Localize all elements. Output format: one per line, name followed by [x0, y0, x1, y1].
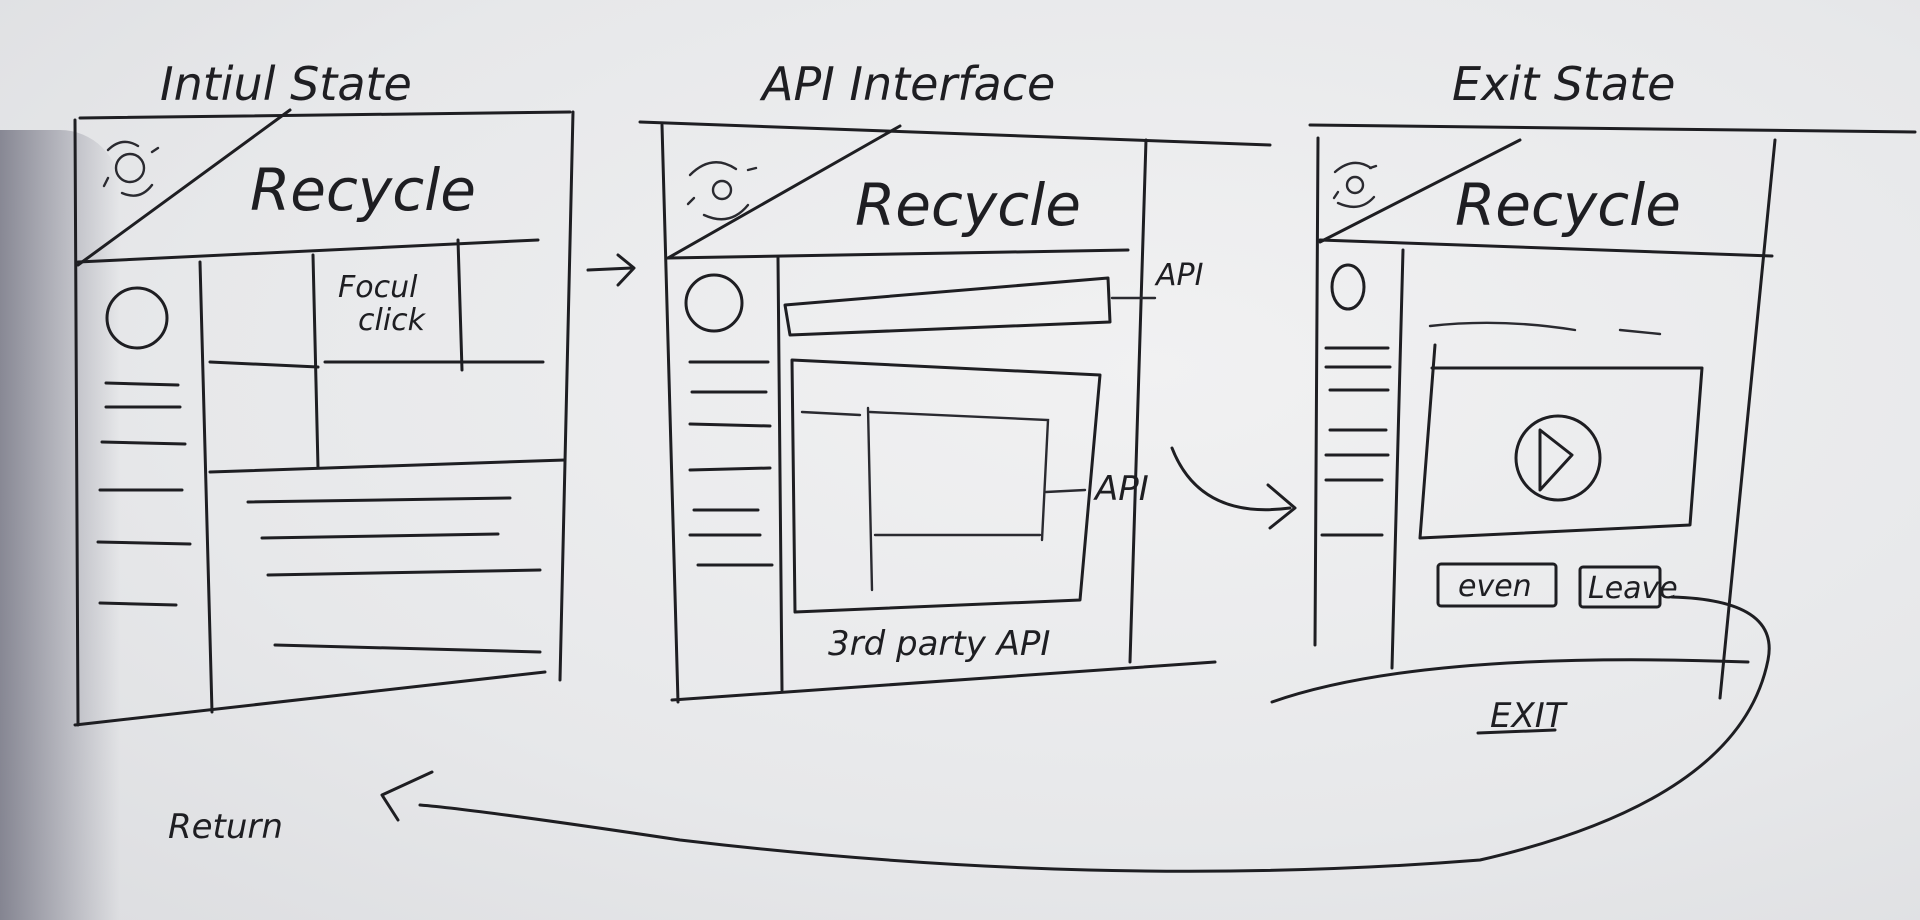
video-player-box [1418, 343, 1704, 540]
heading-exit-state: Exit State [1452, 57, 1676, 111]
api-embed-box [790, 358, 1102, 614]
avatar-placeholder [105, 286, 169, 350]
arrow-to-api [586, 253, 636, 287]
sidebar-lines [1320, 346, 1392, 537]
app-title-exit: Recycle [1455, 171, 1681, 239]
heading-api-interface: API Interface [759, 57, 1055, 111]
recycle-icon [1332, 161, 1378, 209]
return-label: Return [168, 807, 283, 847]
recycle-icon [102, 140, 160, 197]
button-left[interactable]: even [1436, 562, 1558, 608]
return-arrowhead [380, 770, 434, 822]
sidebar-lines [96, 381, 192, 607]
recycle-icon [686, 161, 758, 221]
content-lines [208, 458, 567, 654]
button-left-label: even [1458, 569, 1532, 604]
api-label-mid: API [1093, 469, 1149, 509]
return-arrow [418, 595, 1771, 873]
api-search-bar [783, 276, 1112, 337]
heading-initial-state: Intiul State [160, 57, 412, 111]
app-title-initial: Recycle [250, 156, 476, 224]
app-title-api: Recycle [855, 171, 1081, 239]
footer-third-party-api: 3rd party API [828, 624, 1050, 664]
avatar-placeholder [1330, 263, 1366, 311]
api-label-top: API [1154, 258, 1204, 293]
note-focal-click-line1: Focul [338, 270, 418, 305]
note-focal-click-line2: click [358, 303, 427, 338]
avatar-placeholder [684, 273, 744, 333]
sidebar-lines [688, 360, 774, 567]
panel-exit-state: Exit State Recycle [1270, 57, 1917, 736]
play-icon [1514, 414, 1602, 502]
arrow-to-exit [1170, 446, 1297, 530]
panel-initial-state: Intiul State Recycle Focul click [73, 57, 575, 727]
leave-button[interactable]: Leave [1578, 565, 1678, 609]
panel-api-interface: API Interface Recycle API API 3rd pa [638, 57, 1272, 704]
leave-button-label: Leave [1588, 571, 1678, 606]
